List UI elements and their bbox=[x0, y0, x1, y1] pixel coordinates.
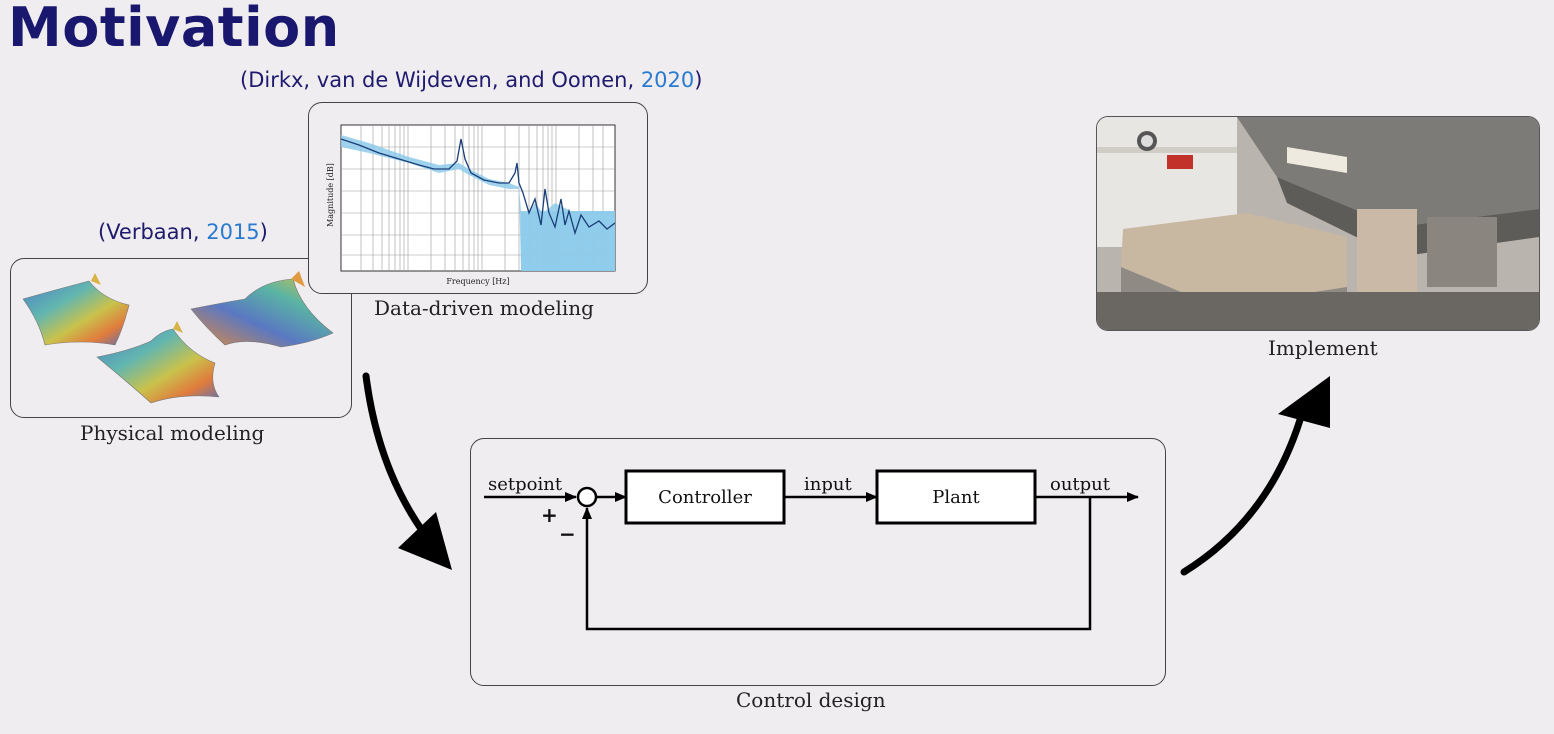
data-driven-modeling-panel: Frequency [Hz] Magnitude [dB] bbox=[308, 102, 648, 294]
plot-ylabel: Magnitude [dB] bbox=[326, 163, 335, 227]
citation-close: ) bbox=[694, 68, 703, 92]
caption-implement: Implement bbox=[1268, 336, 1378, 360]
plant-label: Plant bbox=[932, 487, 980, 508]
citation-dirkx: (Dirkx, van de Wijdeven, and Oomen, 2020… bbox=[240, 68, 702, 92]
plant-block bbox=[875, 469, 1037, 525]
design-to-implement-arrowhead bbox=[1278, 376, 1330, 428]
citation-close: ) bbox=[259, 220, 268, 244]
plus-sign: + bbox=[541, 503, 558, 527]
citation-year-link[interactable]: 2015 bbox=[206, 220, 260, 244]
output-label: output bbox=[1050, 474, 1111, 495]
slide-title: Motivation bbox=[8, 0, 340, 59]
setpoint-label: setpoint bbox=[488, 474, 563, 495]
frequency-response-curve bbox=[340, 138, 616, 236]
frequency-response-plot: Frequency [Hz] Magnitude [dB] bbox=[326, 124, 616, 286]
minus-sign: − bbox=[559, 522, 576, 546]
controller-label: Controller bbox=[658, 487, 752, 508]
citation-authors: (Dirkx, van de Wijdeven, and Oomen, bbox=[240, 68, 641, 92]
caption-physical-modeling: Physical modeling bbox=[80, 421, 265, 445]
plot-xlabel: Frequency [Hz] bbox=[446, 277, 509, 286]
modeling-to-design-arrow bbox=[362, 372, 430, 540]
citation-year-link[interactable]: 2020 bbox=[640, 68, 695, 92]
design-to-implement-arrow bbox=[1180, 416, 1304, 576]
summing-junction bbox=[576, 486, 598, 508]
input-label: input bbox=[804, 474, 852, 495]
wafer-stage-photo bbox=[1097, 117, 1539, 330]
fem-mode-shapes-image bbox=[22, 271, 334, 404]
modeling-to-design-arrowhead bbox=[398, 512, 452, 570]
feedback-path bbox=[582, 497, 1092, 631]
citation-authors: (Verbaan, bbox=[98, 220, 207, 244]
implementation-photo bbox=[1096, 116, 1540, 331]
citation-verbaan: (Verbaan, 2015) bbox=[98, 220, 268, 244]
caption-control-design: Control design bbox=[736, 688, 886, 712]
controller-block bbox=[624, 469, 786, 525]
physical-modeling-panel bbox=[10, 258, 352, 418]
caption-data-driven-modeling: Data-driven modeling bbox=[374, 296, 594, 320]
